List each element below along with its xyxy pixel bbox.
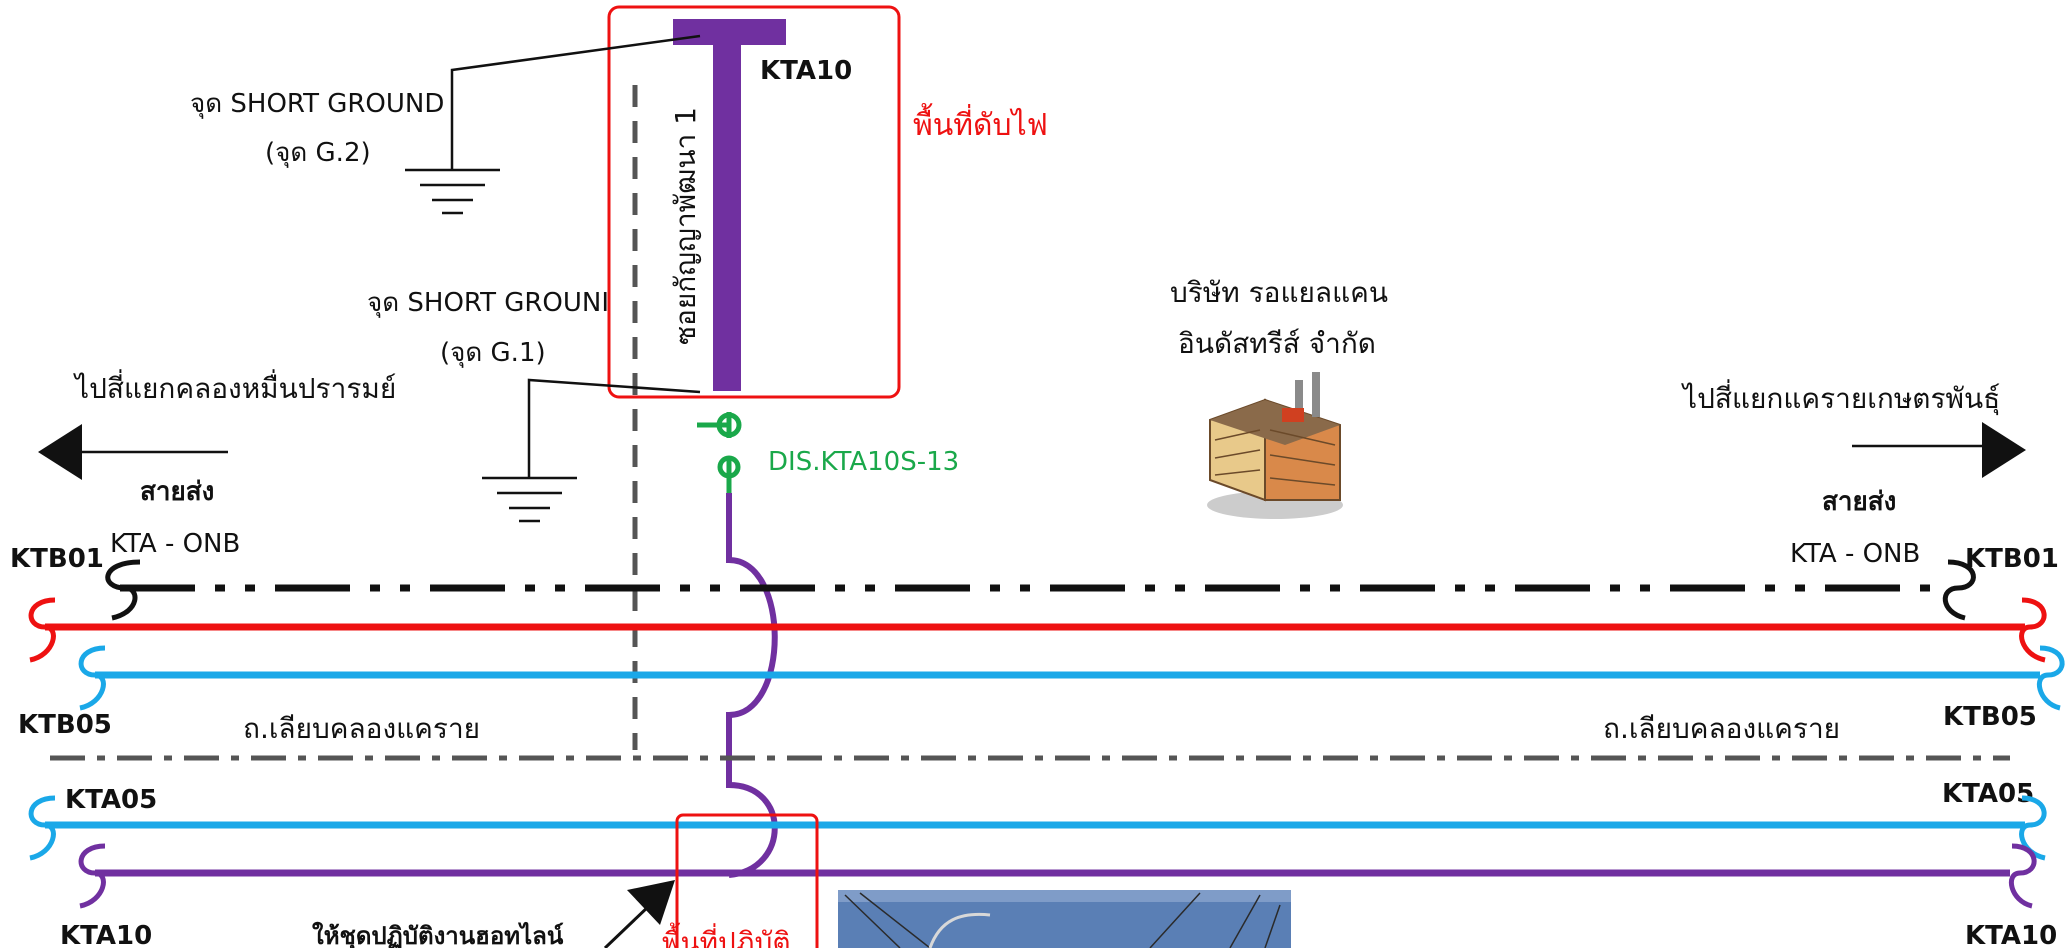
kta05-left-end	[28, 795, 56, 861]
arrow-left-icon	[38, 424, 228, 480]
disconnect-switch-symbol	[697, 412, 742, 493]
work-zone-label: พื้นที่ปฏิบัติ	[662, 922, 791, 948]
kta10-top-label: KTA10	[760, 56, 852, 86]
kta10-right-label: KTA10	[1965, 921, 2057, 948]
ktb05-left-label: KTB05	[18, 710, 112, 740]
soi-name: ซอยกัญญาพัฒนา 1	[669, 107, 702, 345]
transmission-right-title: สายส่ง	[1822, 487, 1896, 517]
arrow-right-icon	[1852, 422, 2026, 478]
kta05-right-label: KTA05	[1942, 779, 2034, 809]
kta10-right-end	[2009, 843, 2037, 909]
factory-icon	[1207, 372, 1343, 519]
ground-g1-sublabel: (จุด G.1)	[440, 338, 546, 368]
transmission-left-name: KTA - ONB	[110, 529, 240, 559]
transmission-right-end	[1942, 559, 1976, 621]
ground-g1-symbol	[482, 378, 701, 523]
transmission-right-name: KTA - ONB	[1790, 539, 1920, 569]
factory-name-line1: บริษัท รอแยลแคน	[1170, 276, 1388, 309]
ground-g2-symbol	[405, 34, 701, 215]
kta10-left-end	[78, 843, 106, 909]
factory-name-line2: อินดัสทรีส์ จำกัด	[1178, 327, 1376, 360]
ktb01-right-label: KTB01	[1965, 544, 2059, 574]
site-photo	[838, 890, 1291, 949]
direction-right-label: ไปสี่แยกแคราย​เกษตรพันธุ์	[1681, 379, 2000, 416]
ground-g2-sublabel: (จุด G.2)	[265, 138, 371, 168]
work-zone-box	[675, 813, 819, 952]
transmission-left-title: สายส่ง	[140, 477, 214, 507]
ktb05-right-label: KTB05	[1943, 702, 2037, 732]
kta10-feeder-trunk	[713, 19, 741, 391]
direction-left-label: ไปสี่แยกคลองหมื่นปรารมย์	[73, 369, 396, 405]
kta05-left-label: KTA05	[65, 785, 157, 815]
kta10-left-label: KTA10	[60, 921, 152, 948]
road-right-label: ถ.เลียบคลองแคราย	[1603, 712, 1840, 745]
ktb01-left-end	[28, 597, 56, 663]
ground-g2-label: จุด SHORT GROUND	[190, 89, 444, 119]
hotline-instruction: ให้ชุดปฏิบัติงานฮอทไลน์	[312, 921, 564, 948]
ktb01-right-end	[2019, 597, 2047, 663]
transmission-left-end	[105, 559, 141, 621]
outage-zone-label: พื้นที่ดับไฟ	[913, 103, 1048, 143]
outage-zone-box	[607, 5, 901, 399]
ground-g1-label: จุด SHORT GROUNI	[367, 288, 609, 318]
road-left-label: ถ.เลียบคลองแคราย	[243, 712, 480, 745]
arrow-pointer-icon	[603, 880, 675, 950]
kta10-riser	[726, 493, 778, 878]
ktb05-right-end	[2037, 645, 2065, 711]
disconnect-switch-label: DIS.KTA10S-13	[768, 447, 959, 477]
ktb05-left-end	[78, 645, 106, 711]
ktb01-left-label: KTB01	[10, 544, 104, 574]
